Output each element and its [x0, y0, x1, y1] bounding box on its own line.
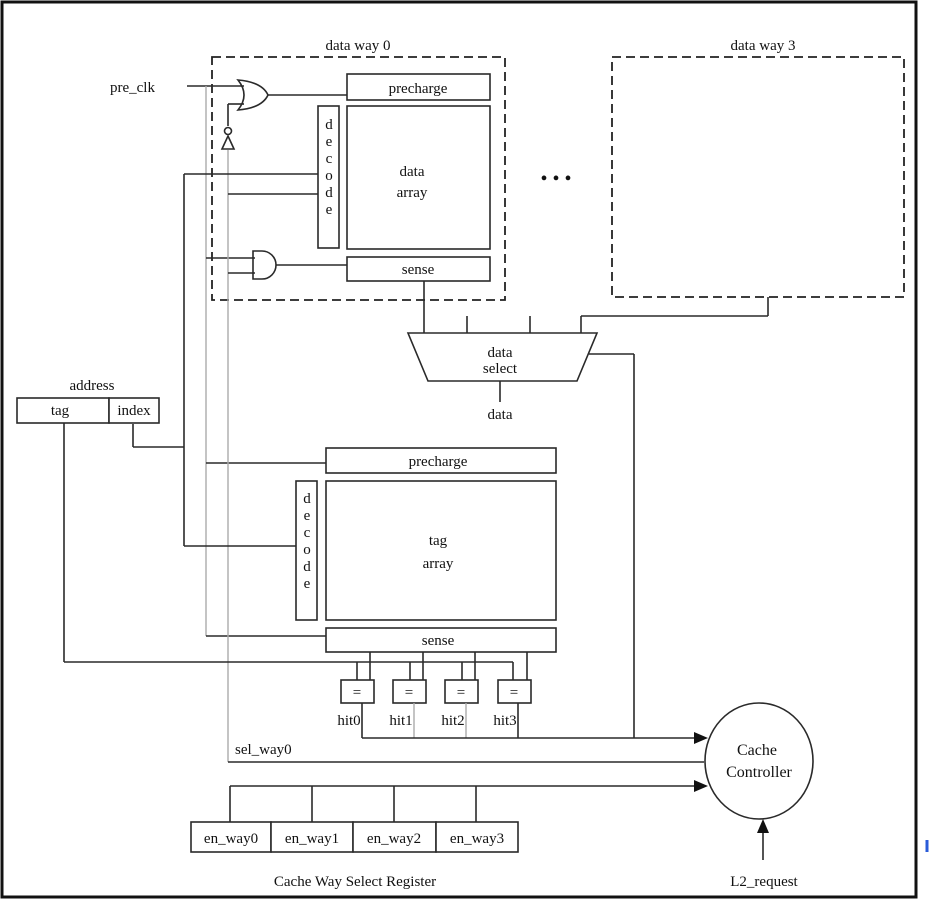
- data-sense-block: [346, 256, 491, 282]
- svg-text:o: o: [325, 168, 333, 184]
- hit-bus-arrowhead: [694, 732, 708, 744]
- svg-text:e: e: [304, 508, 311, 524]
- outer-frame: [0, 0, 918, 899]
- svg-text:d: d: [303, 559, 311, 575]
- hit2-label: hit2: [441, 713, 464, 729]
- hit0-label: hit0: [337, 713, 360, 729]
- en-way3-label: en_way3: [450, 831, 504, 847]
- svg-text:e: e: [304, 576, 311, 592]
- address-index-label: index: [117, 403, 151, 419]
- svg-text:o: o: [303, 542, 311, 558]
- en-way1-label: en_way1: [285, 831, 339, 847]
- svg-text:d: d: [303, 491, 311, 507]
- cache-controller-label-2: Controller: [726, 764, 792, 781]
- data-decode-block: [317, 105, 340, 249]
- pre-clk-label: pre_clk: [110, 80, 155, 96]
- ellipsis: • • •: [540, 168, 571, 190]
- data-way-3-label: data way 3: [731, 38, 796, 54]
- or-gate: [236, 79, 269, 111]
- cache-controller: [704, 702, 814, 820]
- en-way0-cell: [190, 821, 272, 853]
- data-select-label-2: select: [483, 361, 518, 377]
- address-tag-label: tag: [51, 403, 70, 419]
- en-way0-label: en_way0: [204, 831, 258, 847]
- comparator-3-label: =: [510, 685, 518, 701]
- svg-text:c: c: [304, 525, 311, 541]
- comparator-0: [340, 679, 375, 704]
- l2-request-arrowhead: [757, 819, 769, 833]
- svg-text:c: c: [326, 151, 333, 167]
- and-gate: [252, 250, 277, 280]
- data-array-block: [346, 105, 491, 250]
- data-sense-label: sense: [402, 262, 435, 278]
- address-label: address: [70, 378, 115, 394]
- en-way2-label: en_way2: [367, 831, 421, 847]
- inverter-triangle: [220, 134, 236, 150]
- svg-text:e: e: [326, 202, 333, 218]
- data-output-label: data: [488, 407, 513, 423]
- data-way-0-box: [211, 56, 506, 301]
- address-tag-field: [16, 397, 110, 424]
- svg-text:e: e: [326, 134, 333, 150]
- data-array-label-1: data: [400, 164, 425, 180]
- cache-controller-label-1: Cache: [737, 742, 777, 759]
- tag-array-label-1: tag: [429, 533, 448, 549]
- data-way-0-label: data way 0: [326, 38, 391, 54]
- data-way-3-box: [611, 56, 905, 298]
- data-array-label-2: array: [397, 185, 428, 201]
- data-select-label-1: data: [488, 345, 513, 361]
- en-way2-cell: [352, 821, 437, 853]
- sel-way0-label: sel_way0: [235, 742, 292, 758]
- tag-decode-block: [295, 480, 318, 621]
- l2-request-label: L2_request: [730, 874, 798, 890]
- register-caption: Cache Way Select Register: [274, 874, 436, 890]
- en-way1-cell: [270, 821, 354, 853]
- hit1-label: hit1: [389, 713, 412, 729]
- tag-array-label-2: array: [423, 556, 454, 572]
- comparator-3: [497, 679, 532, 704]
- tag-precharge-block: [325, 447, 557, 474]
- data-select-mux: [406, 332, 599, 382]
- comparator-2: [444, 679, 479, 704]
- hit3-label: hit3: [493, 713, 516, 729]
- comparator-2-label: =: [457, 685, 465, 701]
- comparator-1: [392, 679, 427, 704]
- tag-decode-label: d e c o d e: [303, 491, 311, 592]
- tag-precharge-label: precharge: [409, 454, 468, 470]
- tag-array-block: [325, 480, 557, 621]
- address-index-field: [108, 397, 160, 424]
- comparator-1-label: =: [405, 685, 413, 701]
- tag-sense-block: [325, 627, 557, 653]
- en-way3-cell: [435, 821, 519, 853]
- tag-sense-label: sense: [422, 633, 455, 649]
- svg-text:d: d: [325, 185, 333, 201]
- comparator-0-label: =: [353, 685, 361, 701]
- svg-text:d: d: [325, 117, 333, 133]
- data-precharge-label: precharge: [389, 81, 448, 97]
- inverter-bubble: [223, 126, 233, 136]
- data-decode-label: d e c o d e: [325, 117, 333, 218]
- en-way-bus-arrowhead: [694, 780, 708, 792]
- data-precharge-block: [346, 73, 491, 101]
